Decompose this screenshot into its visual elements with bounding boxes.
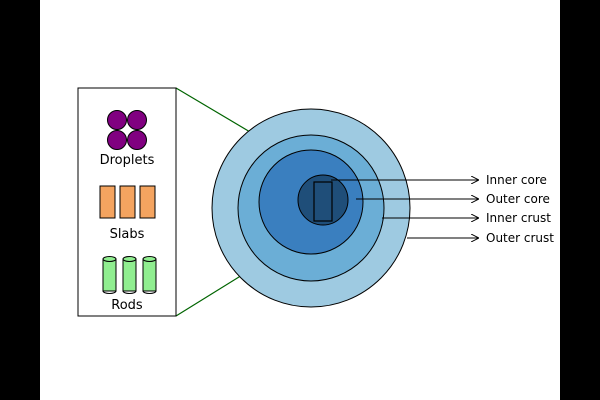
rod — [122, 256, 137, 294]
droplets-label: Droplets — [100, 153, 155, 168]
slabs-icon — [99, 185, 156, 219]
droplet — [107, 110, 127, 130]
rod — [142, 256, 157, 294]
zoom-region-marker — [313, 181, 333, 222]
rods-label: Rods — [111, 298, 143, 313]
slab — [99, 185, 116, 219]
droplet — [127, 110, 147, 130]
rods-icon — [102, 256, 157, 294]
droplet — [107, 130, 127, 150]
slab — [139, 185, 156, 219]
rod — [102, 256, 117, 294]
droplet — [127, 130, 147, 150]
inner-core-layer — [297, 174, 349, 226]
slab — [119, 185, 136, 219]
slabs-label: Slabs — [110, 227, 145, 242]
label-inner-crust: Inner crust — [486, 211, 551, 225]
label-outer-crust: Outer crust — [486, 231, 554, 245]
label-inner-core: Inner core — [486, 173, 547, 187]
label-outer-core: Outer core — [486, 192, 550, 206]
droplets-icon — [107, 110, 147, 150]
